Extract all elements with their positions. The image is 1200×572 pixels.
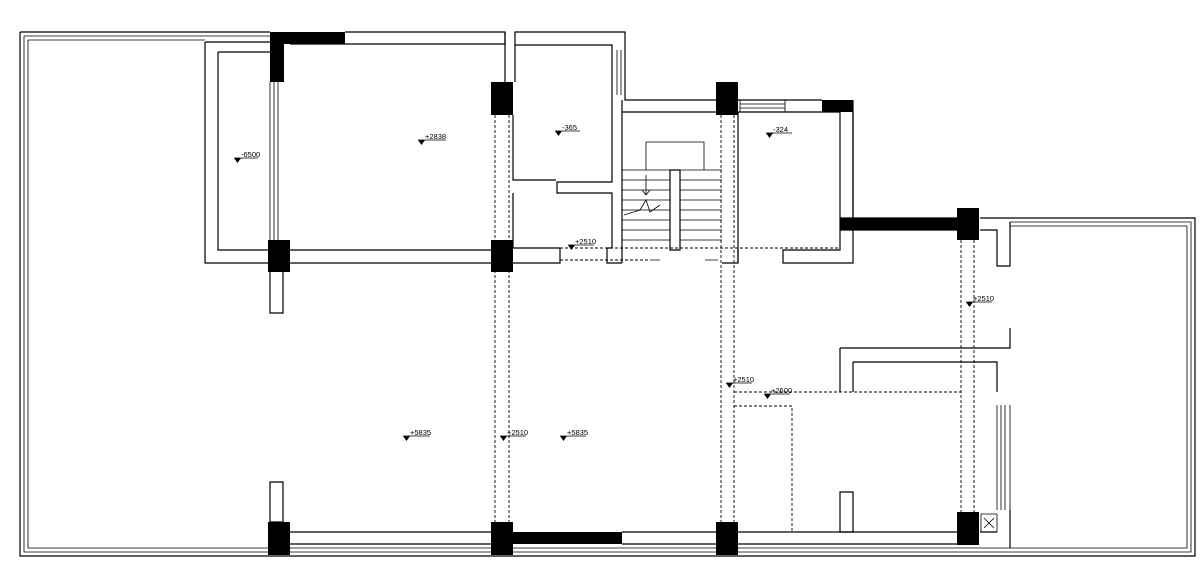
level-marker: -365 xyxy=(555,123,580,136)
room-north-small xyxy=(512,44,622,264)
level-label: -365 xyxy=(562,123,577,132)
level-label: +5835 xyxy=(567,428,588,437)
level-marker: +5835 xyxy=(560,428,588,441)
room-north-central xyxy=(290,32,516,264)
columns xyxy=(268,32,998,555)
level-marker: +2510 xyxy=(966,294,994,307)
level-label: +2838 xyxy=(425,132,446,141)
column xyxy=(268,522,290,555)
column xyxy=(270,32,345,44)
column xyxy=(716,522,738,555)
column xyxy=(268,240,290,272)
level-label: -6500 xyxy=(241,150,260,159)
level-label: +2510 xyxy=(973,294,994,303)
column xyxy=(822,100,853,112)
level-marker: -324 xyxy=(766,125,792,138)
level-label: +2510 xyxy=(575,237,596,246)
level-marker: +2600 xyxy=(764,386,792,399)
level-label: -324 xyxy=(773,125,788,134)
column xyxy=(957,512,979,545)
column xyxy=(270,32,284,82)
outer-boundary xyxy=(19,31,1196,557)
beam xyxy=(840,218,960,230)
level-label: +2600 xyxy=(771,386,792,395)
level-marker: +2510 xyxy=(726,375,754,388)
interior-walls xyxy=(269,217,1011,548)
fixture xyxy=(980,513,998,533)
level-marker: +2510 xyxy=(500,428,528,441)
room-west xyxy=(204,41,279,264)
level-marker: -6500 xyxy=(234,150,260,163)
column xyxy=(491,82,513,115)
level-marker: +2838 xyxy=(418,132,446,145)
stair-core xyxy=(621,100,739,263)
level-marker: +5835 xyxy=(403,428,431,441)
column xyxy=(491,522,513,555)
dashed-beams xyxy=(494,115,975,532)
level-marker: +2510 xyxy=(568,237,596,250)
level-label: +2510 xyxy=(507,428,528,437)
level-label: +2510 xyxy=(733,375,754,384)
level-label: +5835 xyxy=(410,428,431,437)
beam xyxy=(513,532,622,544)
column xyxy=(716,82,738,115)
column xyxy=(957,208,979,240)
column xyxy=(491,240,513,272)
